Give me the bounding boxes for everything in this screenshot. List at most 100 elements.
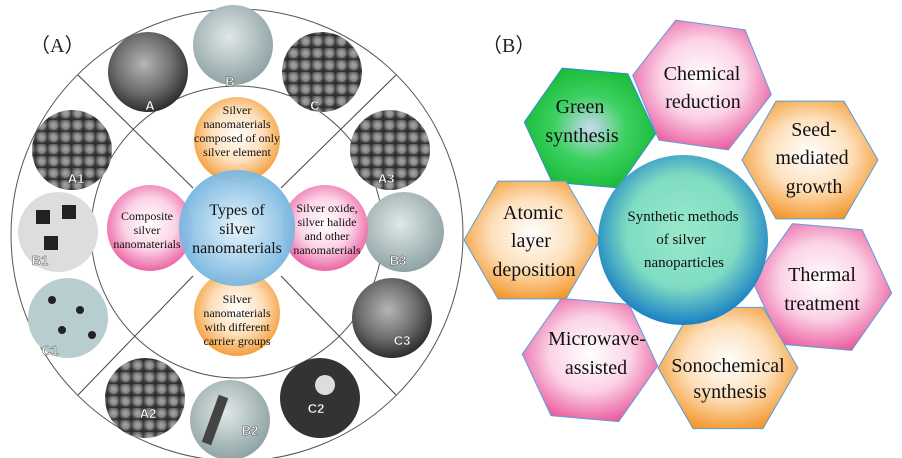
label-text: layer xyxy=(511,230,551,252)
shape xyxy=(350,110,430,190)
label-text: A2 xyxy=(140,406,157,421)
label-text: C2 xyxy=(308,401,325,416)
shape xyxy=(282,185,368,271)
label-text: Silver xyxy=(223,103,252,117)
shape xyxy=(598,155,768,325)
shape xyxy=(18,192,98,272)
image-b: B xyxy=(193,5,273,89)
label-text: carrier groups xyxy=(204,334,271,348)
shape xyxy=(315,375,335,395)
shape xyxy=(194,270,280,356)
label-text: of silver xyxy=(656,232,706,248)
label-text: Microwave-assisted xyxy=(548,328,646,379)
label-text: A3 xyxy=(378,171,395,186)
shape xyxy=(77,74,194,189)
label-text: Green xyxy=(556,96,605,118)
label-text: synthesis xyxy=(693,381,767,403)
label-text: nanomaterials xyxy=(192,240,282,257)
label-text: growth xyxy=(786,176,843,198)
label-text: Thermal treatment xyxy=(784,264,860,315)
label-text: silver xyxy=(134,223,161,237)
hexagon-shape xyxy=(657,306,799,430)
image-b3: B3 xyxy=(364,192,444,272)
image-b1: B1 xyxy=(18,192,98,272)
label-text: Types of silver nanomaterials xyxy=(192,202,282,257)
label-text: Composite xyxy=(121,209,173,223)
shape xyxy=(282,32,362,112)
shape xyxy=(280,275,397,396)
label-text: Chemical xyxy=(664,63,741,85)
label-text: and other xyxy=(305,229,350,243)
label-text: Synthetic methods of silver nanoparticles xyxy=(627,209,738,271)
label-text: treatment xyxy=(784,293,860,315)
image-a1: A1 xyxy=(32,110,112,190)
shape xyxy=(77,275,194,396)
label-text: with different xyxy=(204,320,270,334)
label-text: Synthetic methods xyxy=(627,209,738,225)
hexagon-shape xyxy=(463,180,601,300)
label-text: A1 xyxy=(68,171,85,186)
shape xyxy=(62,205,76,219)
label-text: Green synthesis xyxy=(545,96,619,147)
label-text: Types of xyxy=(209,202,265,219)
shape xyxy=(44,236,58,250)
method-thermal-treatment: Thermal treatment xyxy=(751,223,893,351)
shape xyxy=(105,358,185,438)
shape xyxy=(48,296,56,304)
label-text: B3 xyxy=(390,253,407,268)
image-a2: A2 xyxy=(105,358,185,438)
shape xyxy=(352,278,432,358)
method-microwave-assisted: Microwave-assisted xyxy=(521,297,659,423)
hexagon-shape xyxy=(741,100,879,220)
image-c: C xyxy=(282,32,362,113)
panel-a-label: （A） xyxy=(30,34,84,57)
label-text: B1 xyxy=(32,253,49,268)
label-text: B2 xyxy=(242,423,259,438)
label-text: silver halide xyxy=(298,215,357,229)
image-a: A xyxy=(108,32,188,113)
label-text: nanomaterials xyxy=(113,237,181,251)
shape xyxy=(108,32,188,112)
label-text: C1 xyxy=(42,343,59,358)
method-green-synthesis: Green synthesis xyxy=(523,67,657,189)
shape xyxy=(193,5,273,85)
label-text: mediated xyxy=(775,147,848,169)
label-text: silver xyxy=(219,221,255,238)
image-c3: C3 xyxy=(352,278,432,358)
label-text: silver element xyxy=(203,145,271,159)
label-text: Seed- xyxy=(791,119,837,141)
label-text: nanomaterials xyxy=(203,117,271,131)
image-c2: C2 xyxy=(280,358,360,438)
divider-lines xyxy=(77,74,397,396)
shape xyxy=(76,306,84,314)
shape xyxy=(32,110,112,190)
label-text: synthesis xyxy=(545,125,619,147)
shape xyxy=(194,97,280,183)
method-seed-mediated-growth: Seed-mediated growth xyxy=(741,100,879,220)
label-text: nanoparticles xyxy=(644,255,724,271)
shape xyxy=(36,210,50,224)
micrograph-images: A B C A1 B1 C1 A3 B3 C3 A2 B2 C2 xyxy=(18,5,444,458)
shape xyxy=(107,185,193,271)
label-text: nanomaterials xyxy=(203,306,271,320)
label-text: Thermal xyxy=(788,264,856,286)
label-text: C3 xyxy=(394,333,411,348)
shape xyxy=(201,394,229,446)
label-text: C xyxy=(310,98,320,113)
image-a3: A3 xyxy=(350,110,430,190)
panel-a: （A） A B C A1 B1 C1 A3 B3 C3 A2 B2 C2 Sil… xyxy=(10,5,464,458)
